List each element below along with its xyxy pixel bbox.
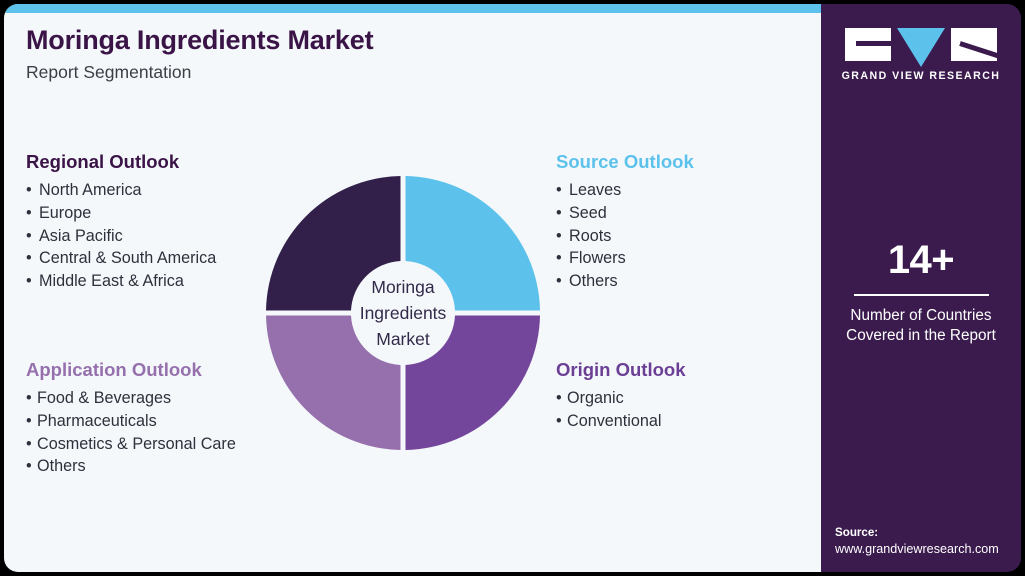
list-item-label: Flowers: [569, 249, 626, 268]
stat-block: 14+ Number of Countries Covered in the R…: [821, 240, 1021, 347]
list-item-label: Seed: [569, 204, 607, 223]
donut-chart: Moringa Ingredients Market: [263, 171, 543, 455]
list-item: • Leaves: [556, 179, 694, 202]
bullet-icon: •: [26, 249, 32, 268]
bullet-icon: •: [26, 457, 32, 476]
list-item-label: Food & Beverages: [37, 389, 172, 408]
list-item-label: Pharmaceuticals: [37, 412, 157, 431]
top-accent-bar: [4, 4, 821, 13]
stat-label-line-2: Covered in the Report: [846, 327, 996, 344]
donut-segment-regional: [266, 176, 401, 311]
list-item-label: Central & South America: [39, 249, 217, 268]
list-item-label: Cosmetics & Personal Care: [37, 434, 236, 453]
list-item-label: Others: [37, 457, 86, 476]
list-item: • Organic: [556, 387, 686, 410]
bullet-icon: •: [26, 434, 32, 453]
bullet-icon: •: [26, 272, 32, 291]
list-item: • Others: [26, 455, 236, 478]
bullet-icon: •: [26, 412, 32, 431]
outlook-group-regional: Regional Outlook • North America • Europe …: [26, 151, 216, 293]
list-item-label: Leaves: [569, 181, 622, 200]
bullet-icon: •: [556, 204, 562, 223]
list-item: • Food & Beverages: [26, 387, 236, 410]
list-item-label: North America: [39, 181, 142, 200]
stat-label: Number of Countries Covered in the Repor…: [821, 306, 1021, 347]
bullet-icon: •: [556, 181, 562, 200]
list-item-label: Roots: [569, 226, 612, 245]
logo-letter-r-icon: [951, 28, 997, 61]
list-item-label: Middle East & Africa: [39, 272, 184, 291]
list-item: • Pharmaceuticals: [26, 410, 236, 433]
list-item-label: Europe: [39, 204, 92, 223]
page-subtitle: Report Segmentation: [26, 61, 192, 82]
bullet-icon: •: [556, 272, 562, 291]
outlook-list-application: • Food & Beverages • Pharmaceuticals • Cosm…: [26, 387, 236, 478]
sidebar: GRAND VIEW RESEARCH 14+ Number of Countr…: [821, 4, 1021, 572]
logo-letter-g-icon: [845, 28, 891, 61]
bullet-icon: •: [26, 181, 32, 200]
outlook-group-source: Source Outlook • Leaves • Seed • Roots • Flo…: [556, 151, 694, 293]
donut-segment-origin: [405, 315, 540, 450]
list-item: • Central & South America: [26, 247, 216, 270]
page-title: Moringa Ingredients Market: [26, 25, 374, 55]
list-item-label: Organic: [567, 389, 624, 408]
stat-value: 14+: [887, 238, 955, 282]
list-item: • Europe: [26, 202, 216, 225]
source-block: Source: www.grandviewresearch.com: [835, 525, 1021, 558]
logo-wordmark: GRAND VIEW RESEARCH: [841, 70, 1001, 82]
outlook-heading-source: Source Outlook: [556, 151, 694, 172]
logo-marks: [845, 28, 997, 67]
brand-logo: GRAND VIEW RESEARCH: [821, 28, 1021, 82]
bullet-icon: •: [556, 226, 562, 245]
outlook-heading-origin: Origin Outlook: [556, 359, 686, 380]
donut-segment-application: [266, 315, 401, 450]
source-title: Source:: [835, 526, 879, 540]
outlook-heading-application: Application Outlook: [26, 359, 202, 380]
logo-letter-v-triangle-icon: [897, 28, 945, 67]
list-item: • Others: [556, 270, 694, 293]
outlook-group-application: Application Outlook • Food & Beverages • P…: [26, 359, 236, 478]
bullet-icon: •: [26, 204, 32, 223]
list-item: • Roots: [556, 225, 694, 248]
title-block: Moringa Ingredients Market Report Segmen…: [26, 25, 726, 82]
list-item-label: Conventional: [567, 412, 662, 431]
bullet-icon: •: [556, 249, 562, 268]
stat-divider: [853, 294, 989, 296]
outlook-heading-regional: Regional Outlook: [26, 151, 180, 172]
list-item: • Asia Pacific: [26, 225, 216, 248]
list-item: • North America: [26, 179, 216, 202]
source-url[interactable]: www.grandviewresearch.com: [835, 542, 999, 556]
donut-chart-svg: [266, 176, 540, 450]
list-item: • Cosmetics & Personal Care: [26, 433, 236, 456]
main-panel: Moringa Ingredients Market Report Segmen…: [4, 4, 821, 572]
stat-label-line-1: Number of Countries: [850, 306, 992, 324]
list-item: • Seed: [556, 202, 694, 225]
bullet-icon: •: [556, 389, 562, 408]
bullet-icon: •: [26, 226, 32, 245]
list-item: • Flowers: [556, 247, 694, 270]
list-item-label: Asia Pacific: [39, 226, 123, 245]
outlook-group-origin: Origin Outlook • Organic • Conventional: [556, 359, 686, 433]
outlook-list-source: • Leaves • Seed • Roots • Flowers • Others: [556, 179, 694, 293]
list-item: • Conventional: [556, 410, 686, 433]
list-item: • Middle East & Africa: [26, 270, 216, 293]
donut-segment-source: [405, 176, 540, 311]
bullet-icon: •: [26, 389, 32, 408]
outlook-list-regional: • North America • Europe • Asia Pacific • Ce…: [26, 179, 216, 293]
bullet-icon: •: [556, 412, 562, 431]
list-item-label: Others: [569, 272, 618, 291]
outlook-list-origin: • Organic • Conventional: [556, 387, 686, 432]
